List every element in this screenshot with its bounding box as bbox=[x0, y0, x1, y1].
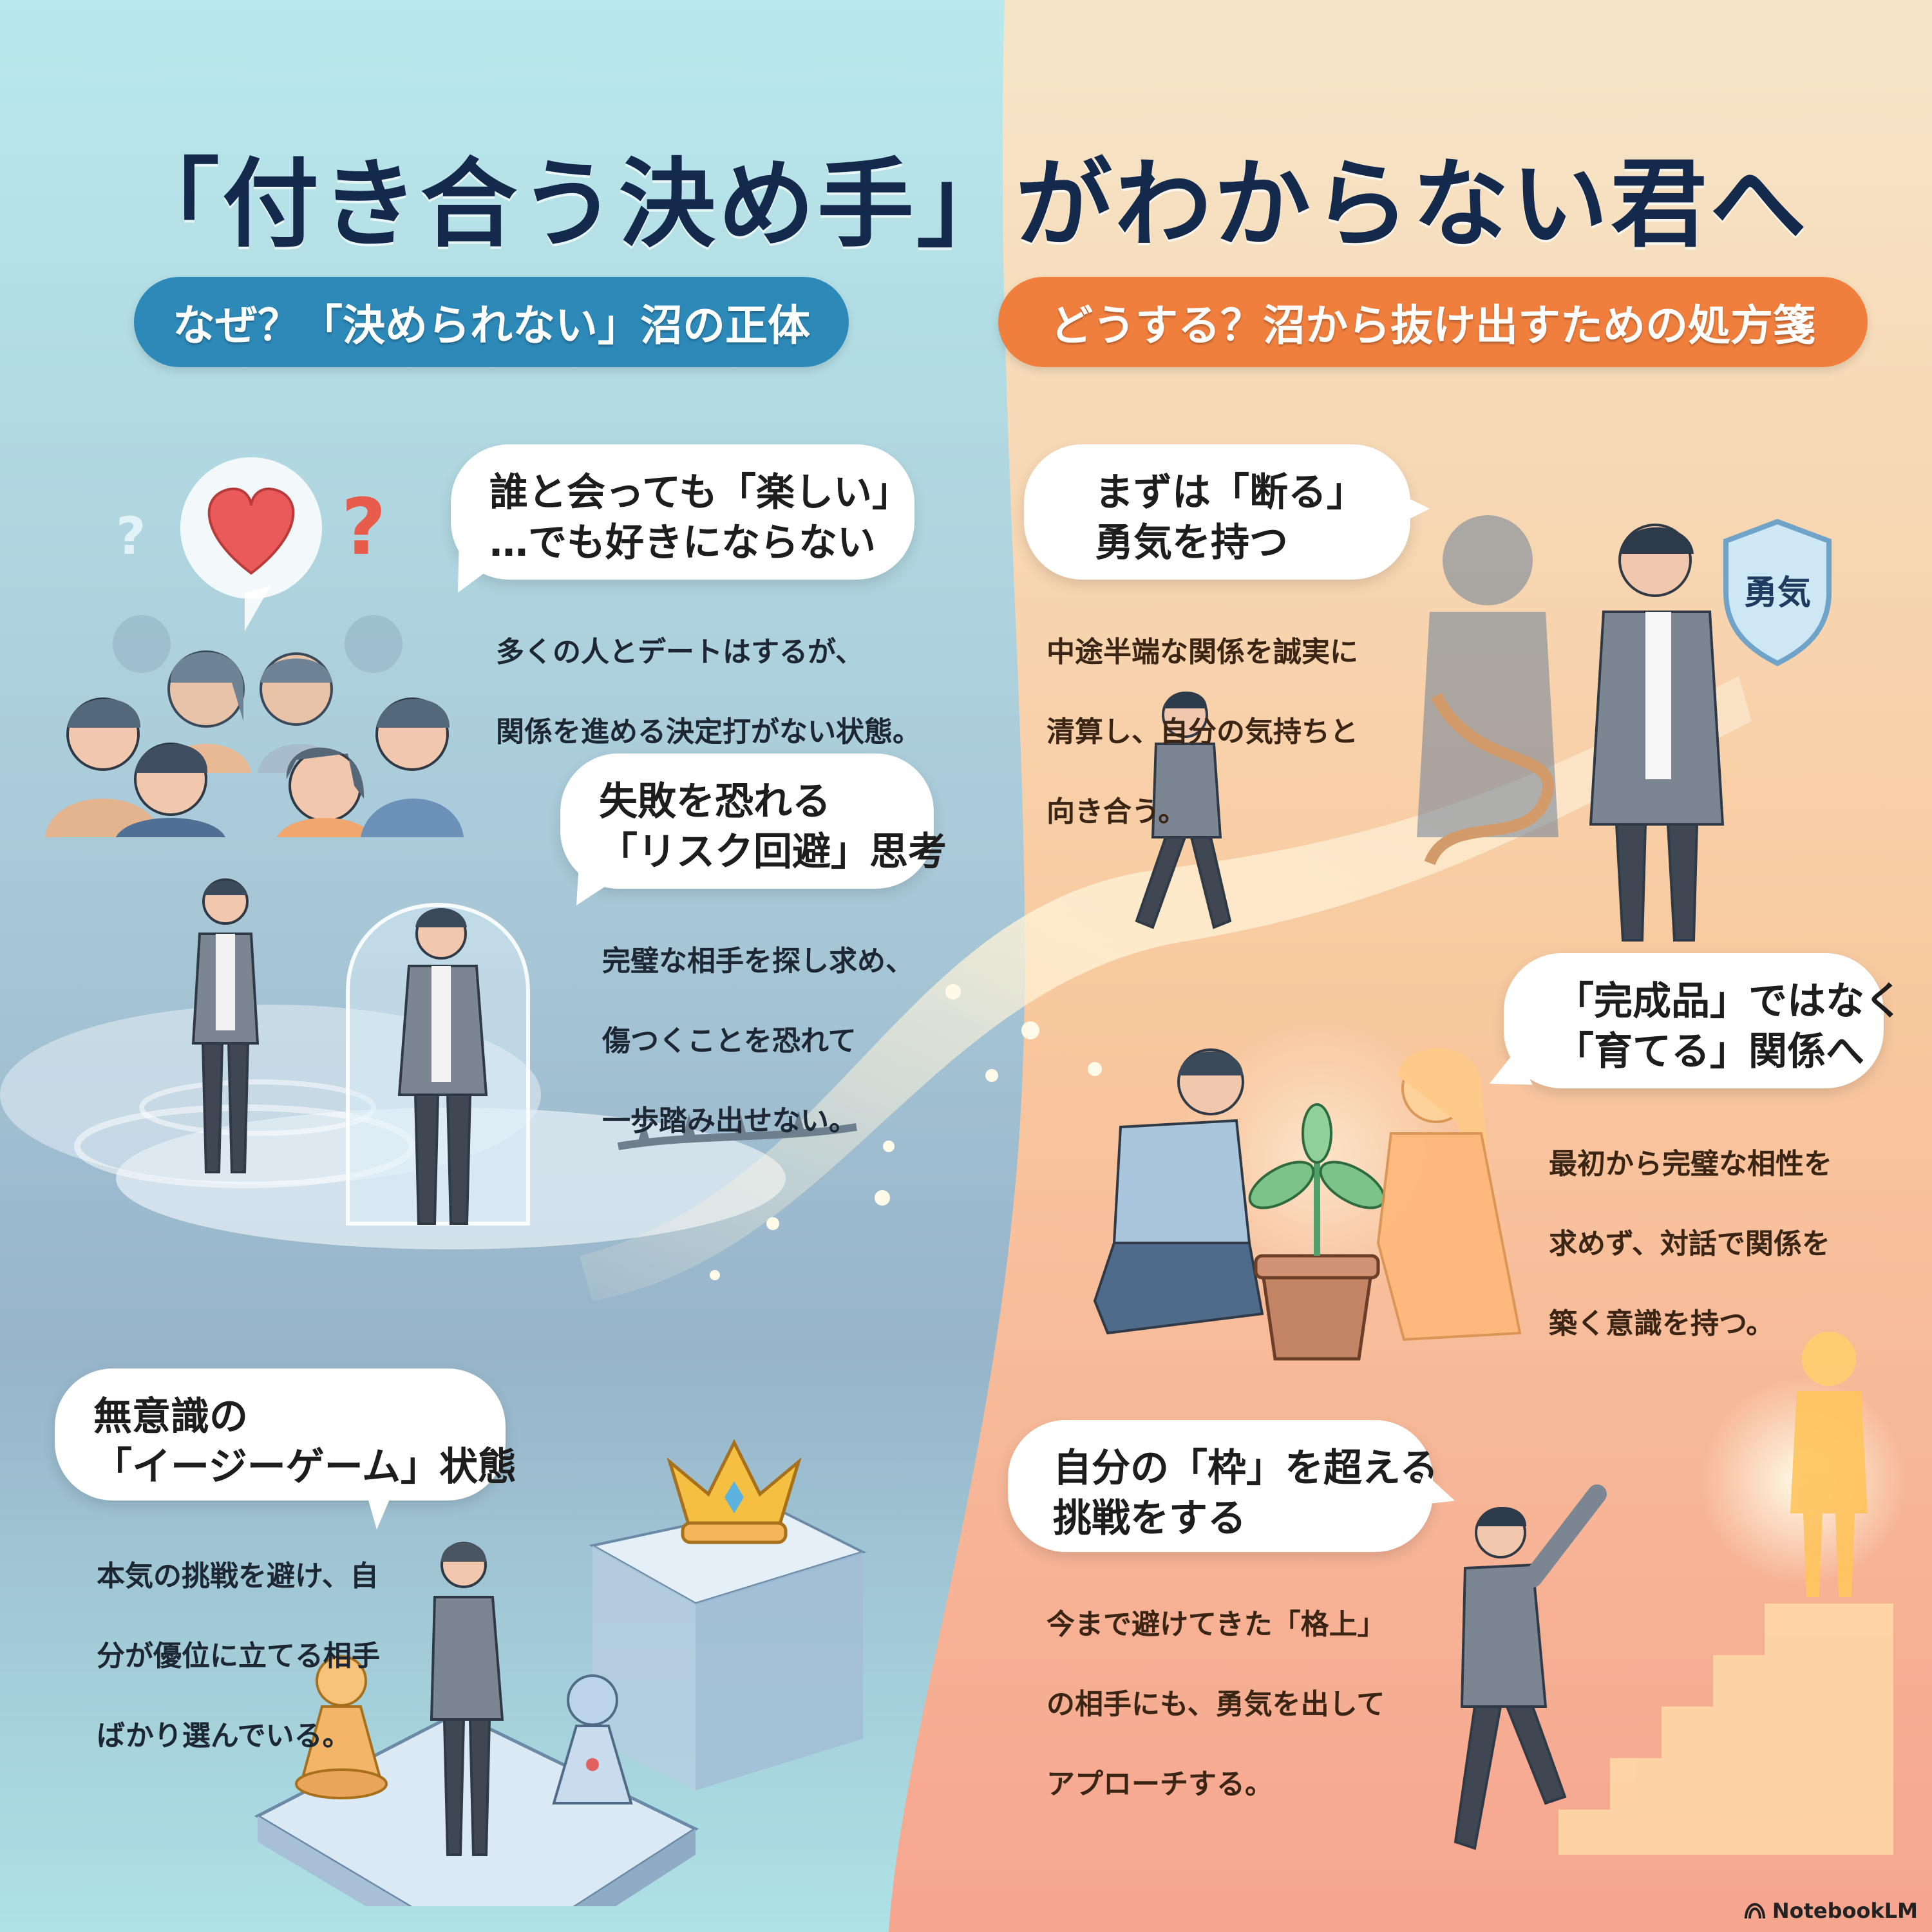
plant-pot-icon bbox=[1248, 1103, 1386, 1361]
card-left-1-description: 多くの人とデートはするが、 関係を進める決定打がない状態。 bbox=[496, 636, 921, 748]
bubble-tail bbox=[364, 1484, 396, 1530]
courage-illustration: 勇気 bbox=[1135, 515, 1832, 942]
bubble-tail bbox=[1391, 489, 1430, 528]
card-left-2-description: 完璧な相手を探し求め、 傷つくことを恐れて 一歩踏み出せない。 bbox=[602, 945, 914, 1137]
card-right-2-description: 最初から完璧な相性を 求めず、対話で関係を 築く意識を持つ。 bbox=[1549, 1148, 1832, 1340]
tangled-rope bbox=[1424, 692, 1555, 866]
card-left-3-description: 本気の挑戦を避け、自 分が優位に立てる相手 ばかり選んでいる。 bbox=[97, 1560, 380, 1752]
confident-man-figure bbox=[1589, 524, 1725, 942]
question-mark-faint-icon: ? bbox=[116, 506, 146, 566]
man-in-dome-figure bbox=[397, 908, 488, 1225]
stairs-illustration bbox=[1454, 1332, 1893, 1855]
grow-plant-illustration bbox=[1093, 1048, 1522, 1361]
standing-man-figure bbox=[430, 1542, 504, 1856]
page-title: 「付き合う決め手」がわからない君へ bbox=[122, 148, 1809, 261]
easy-game-illustration bbox=[254, 1439, 867, 1906]
heart-icon bbox=[207, 488, 295, 575]
card-left-3-title: 無意識の 「イージーゲーム」状態 bbox=[55, 1368, 516, 1530]
card-right-3-title: 自分の「枠」を超える 挑戦をする bbox=[1008, 1420, 1461, 1552]
svg-text:勇気: 勇気 bbox=[1744, 574, 1811, 612]
glowing-stairs bbox=[1558, 1604, 1893, 1855]
gold-pawn-icon bbox=[295, 1655, 388, 1799]
notebooklm-logo-icon bbox=[1744, 1902, 1765, 1919]
crown-icon bbox=[667, 1439, 802, 1544]
climbing-man-figure bbox=[1454, 1484, 1607, 1850]
walking-man-figure bbox=[1135, 691, 1232, 929]
section-heading-how: どうする？沼から抜け出すための処方箋 bbox=[998, 277, 1868, 367]
card-left-2-title: 失敗を恐れる 「リスク回避」思考 bbox=[560, 753, 947, 915]
shadow-figure bbox=[1417, 515, 1558, 837]
question-mark-icon: ? bbox=[341, 483, 386, 573]
shield-icon: 勇気 bbox=[1723, 518, 1832, 667]
card-right-3-description: 今まで避けてきた「格上」 の相手にも、勇気を出して アプローチする。 bbox=[1046, 1608, 1386, 1801]
bell-jar-illustration bbox=[191, 878, 530, 1226]
card-left-1-title: 誰と会っても「楽しい」 …でも好きにならない bbox=[437, 444, 914, 600]
card-right-2-title: 「完成品」ではなく 「育てる」関係へ bbox=[1481, 953, 1903, 1101]
crowd-illustration: ? ? bbox=[45, 457, 464, 837]
card-right-1-description: 中途半端な関係を誠実に 清算し、自分の気持ちと 向き合う。 bbox=[1046, 636, 1358, 828]
glowing-woman-figure bbox=[1376, 1048, 1522, 1341]
kneeling-man-figure bbox=[1093, 1048, 1264, 1335]
notebooklm-branding: NotebookLM bbox=[1744, 1899, 1918, 1923]
blue-pawn-icon bbox=[552, 1674, 633, 1804]
card-right-1-title: まずは「断る」 勇気を持つ bbox=[1024, 444, 1430, 580]
golden-figure-icon bbox=[1790, 1332, 1868, 1597]
section-heading-why: なぜ？「決められない」沼の正体 bbox=[134, 277, 849, 367]
thinking-man-figure bbox=[191, 878, 260, 1173]
